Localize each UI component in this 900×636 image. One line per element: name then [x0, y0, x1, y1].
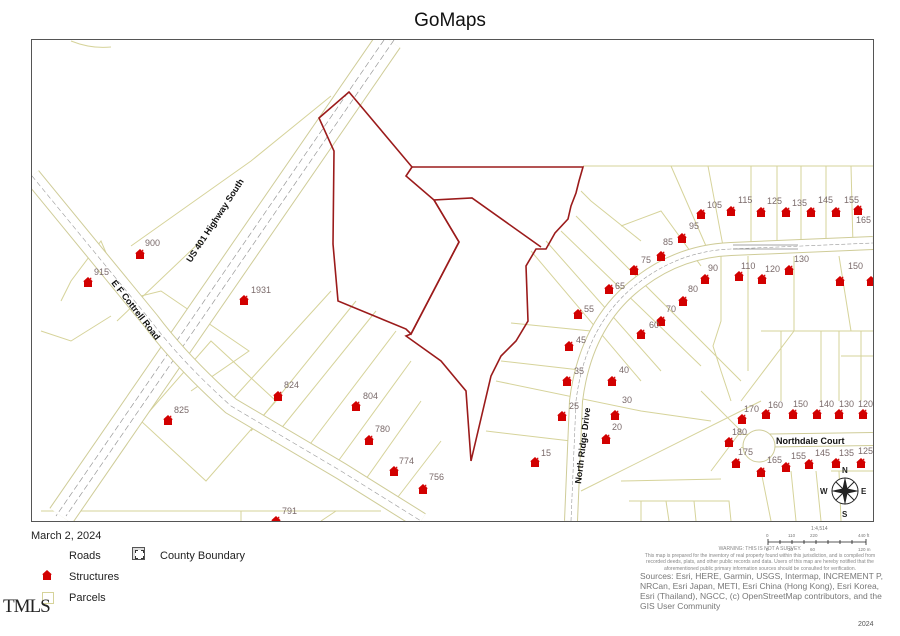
map-canvas[interactable]: US 401 Highway South E F Cottrell Road N… — [31, 39, 874, 522]
svg-text:90: 90 — [708, 263, 718, 273]
svg-text:95: 95 — [689, 221, 699, 231]
svg-text:145: 145 — [815, 448, 830, 458]
page-title: GoMaps — [414, 10, 486, 31]
svg-text:175: 175 — [738, 447, 753, 457]
svg-text:900: 900 — [145, 238, 160, 248]
svg-text:45: 45 — [576, 335, 586, 345]
svg-text:150: 150 — [793, 399, 808, 409]
svg-text:125: 125 — [858, 446, 873, 456]
svg-text:25: 25 — [569, 401, 579, 411]
svg-text:1931: 1931 — [251, 285, 271, 295]
svg-text:220: 220 — [810, 533, 818, 538]
svg-text:780: 780 — [375, 424, 390, 434]
svg-text:70: 70 — [666, 304, 676, 314]
svg-text:30: 30 — [622, 395, 632, 405]
svg-text:125: 125 — [767, 196, 782, 206]
svg-text:170: 170 — [744, 404, 759, 414]
parcel-lines — [40, 40, 873, 521]
disclaimer-body: This map is prepared for the inventory o… — [644, 552, 876, 572]
svg-text:35: 35 — [574, 366, 584, 376]
copyright-year: 2024 — [858, 621, 874, 628]
svg-text:824: 824 — [284, 380, 299, 390]
legend-structures-label: Structures — [69, 571, 120, 583]
svg-text:75: 75 — [641, 255, 651, 265]
svg-text:60: 60 — [810, 547, 816, 552]
compass-rose-icon: N S E W — [820, 466, 867, 519]
svg-text:165: 165 — [856, 215, 871, 225]
svg-text:110: 110 — [741, 261, 755, 271]
subject-parcels — [318, 90, 585, 462]
county-boundary-icon — [132, 547, 145, 560]
svg-text:150: 150 — [848, 261, 863, 271]
road-label-ef-cottrell: E F Cottrell Road — [109, 278, 162, 342]
svg-text:130: 130 — [794, 254, 809, 264]
svg-text:15: 15 — [541, 448, 551, 458]
svg-text:S: S — [842, 510, 848, 519]
svg-text:N: N — [842, 466, 848, 475]
svg-text:130: 130 — [839, 399, 854, 409]
parcel-icon — [42, 592, 54, 604]
svg-text:0: 0 — [766, 547, 769, 552]
svg-text:825: 825 — [174, 405, 189, 415]
map-date: March 2, 2024 — [31, 530, 102, 542]
svg-text:135: 135 — [839, 448, 854, 458]
watermark-logo: TMLS — [3, 596, 51, 617]
svg-text:E: E — [861, 487, 867, 496]
svg-text:804: 804 — [363, 391, 378, 401]
svg-text:160: 160 — [768, 400, 783, 410]
svg-text:W: W — [820, 487, 828, 496]
address-labels: 900 915 1931 824 825 804 780 774 756 791… — [94, 195, 873, 516]
legend-roads-label: Roads — [69, 550, 101, 562]
svg-text:80: 80 — [688, 284, 698, 294]
svg-text:0: 0 — [766, 533, 769, 538]
roads — [32, 40, 873, 521]
svg-text:120 m: 120 m — [858, 547, 871, 552]
svg-text:180: 180 — [732, 427, 747, 437]
svg-text:915: 915 — [94, 267, 109, 277]
structure-icon — [42, 570, 52, 580]
svg-text:145: 145 — [818, 195, 833, 205]
svg-text:30: 30 — [788, 547, 794, 552]
svg-text:120: 120 — [765, 264, 780, 274]
road-label-northdale: Northdale Court — [776, 436, 845, 446]
svg-text:85: 85 — [663, 237, 673, 247]
scale-bar: 1:4,514 0 110 220 440 ft 0 30 60 120 m — [766, 526, 871, 552]
svg-text:756: 756 — [429, 472, 444, 482]
map-attribution: Sources: Esri, HERE, Garmin, USGS, Inter… — [640, 571, 883, 611]
legend-county-boundary-label: County Boundary — [160, 550, 245, 562]
svg-text:1:4,514: 1:4,514 — [811, 526, 828, 532]
disclaimer-heading: WARNING: THIS IS NOT A SURVEY. — [718, 546, 802, 552]
legend-parcels-label: Parcels — [69, 592, 106, 604]
svg-text:40: 40 — [619, 365, 629, 375]
svg-text:115: 115 — [738, 195, 752, 205]
svg-text:135: 135 — [792, 198, 807, 208]
svg-text:20: 20 — [612, 422, 622, 432]
svg-text:165: 165 — [767, 455, 782, 465]
svg-text:774: 774 — [399, 456, 414, 466]
svg-text:140: 140 — [819, 399, 834, 409]
svg-text:110: 110 — [788, 533, 796, 538]
svg-text:120: 120 — [858, 399, 873, 409]
svg-text:791: 791 — [282, 506, 297, 516]
svg-text:55: 55 — [584, 304, 594, 314]
svg-text:155: 155 — [791, 451, 806, 461]
svg-text:440 ft: 440 ft — [858, 533, 870, 538]
svg-text:155: 155 — [844, 195, 859, 205]
svg-text:105: 105 — [707, 200, 722, 210]
survey-disclaimer: WARNING: THIS IS NOT A SURVEY. This map … — [640, 546, 880, 572]
svg-text:65: 65 — [615, 281, 625, 291]
svg-text:60: 60 — [649, 320, 659, 330]
